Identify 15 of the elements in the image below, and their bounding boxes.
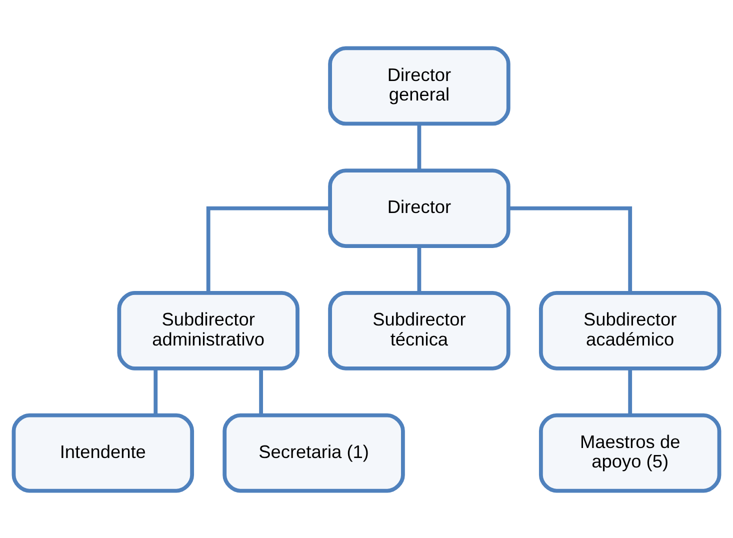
connector bbox=[417, 246, 422, 292]
node-box: Subdirector técnica bbox=[328, 290, 510, 370]
node-box: Director general bbox=[328, 46, 510, 126]
node-box: Intendente bbox=[12, 412, 194, 492]
connector bbox=[154, 368, 158, 415]
connector bbox=[259, 368, 264, 415]
node-box: Subdirector académico bbox=[538, 290, 722, 370]
node-box: Subdirector administrativo bbox=[117, 290, 300, 370]
node-box: Director bbox=[328, 168, 510, 248]
node-box: Maestros de apoyo (5) bbox=[538, 412, 722, 492]
connector bbox=[508, 206, 632, 292]
connector bbox=[206, 206, 330, 292]
connector bbox=[417, 124, 422, 170]
node-box: Secretaria (1) bbox=[222, 412, 405, 492]
connector bbox=[628, 368, 632, 415]
